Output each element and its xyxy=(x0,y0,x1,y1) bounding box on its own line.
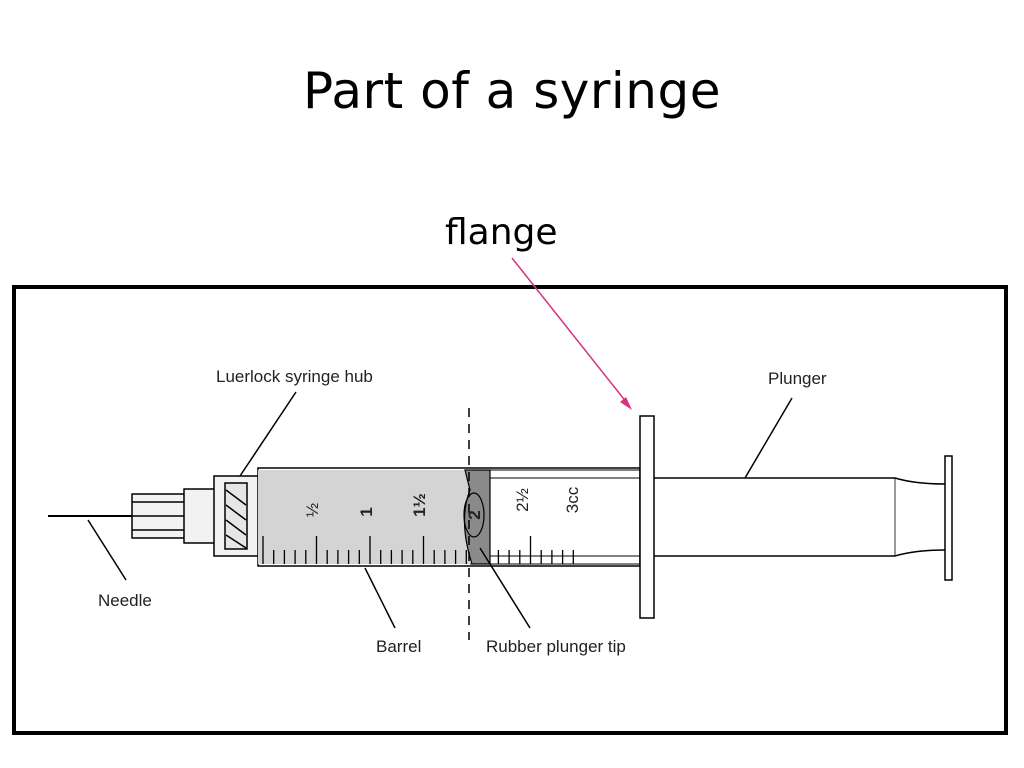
slide-title: Part of a syringe xyxy=(303,62,721,120)
barrel xyxy=(257,467,641,567)
plunger xyxy=(654,455,953,581)
needle-leader xyxy=(87,519,127,581)
flange-caption: flange xyxy=(445,212,558,253)
barrel-leader xyxy=(364,567,396,629)
label-luerlock-hub: Luerlock syringe hub xyxy=(216,367,373,386)
label-needle: Needle xyxy=(98,591,152,610)
luerlock-hub xyxy=(131,475,261,557)
scale-label-1: 1 xyxy=(357,507,376,516)
scale-label-half: ½ xyxy=(303,503,322,517)
tip-leader xyxy=(479,547,531,629)
scale-label-3cc: 3cc xyxy=(563,486,582,513)
label-rubber-plunger-tip: Rubber plunger tip xyxy=(486,637,626,656)
scale-label-2: 2 xyxy=(465,510,484,519)
hub-leader xyxy=(239,391,297,477)
barrel-scale-ticks xyxy=(262,536,574,564)
flange xyxy=(639,415,655,619)
scale-label-1-half: 1½ xyxy=(410,493,429,517)
label-barrel: Barrel xyxy=(376,637,421,656)
label-plunger: Plunger xyxy=(768,369,827,388)
flange-arrow xyxy=(511,257,632,410)
plunger-leader xyxy=(744,397,793,479)
scale-label-2-half: 2½ xyxy=(513,488,532,512)
